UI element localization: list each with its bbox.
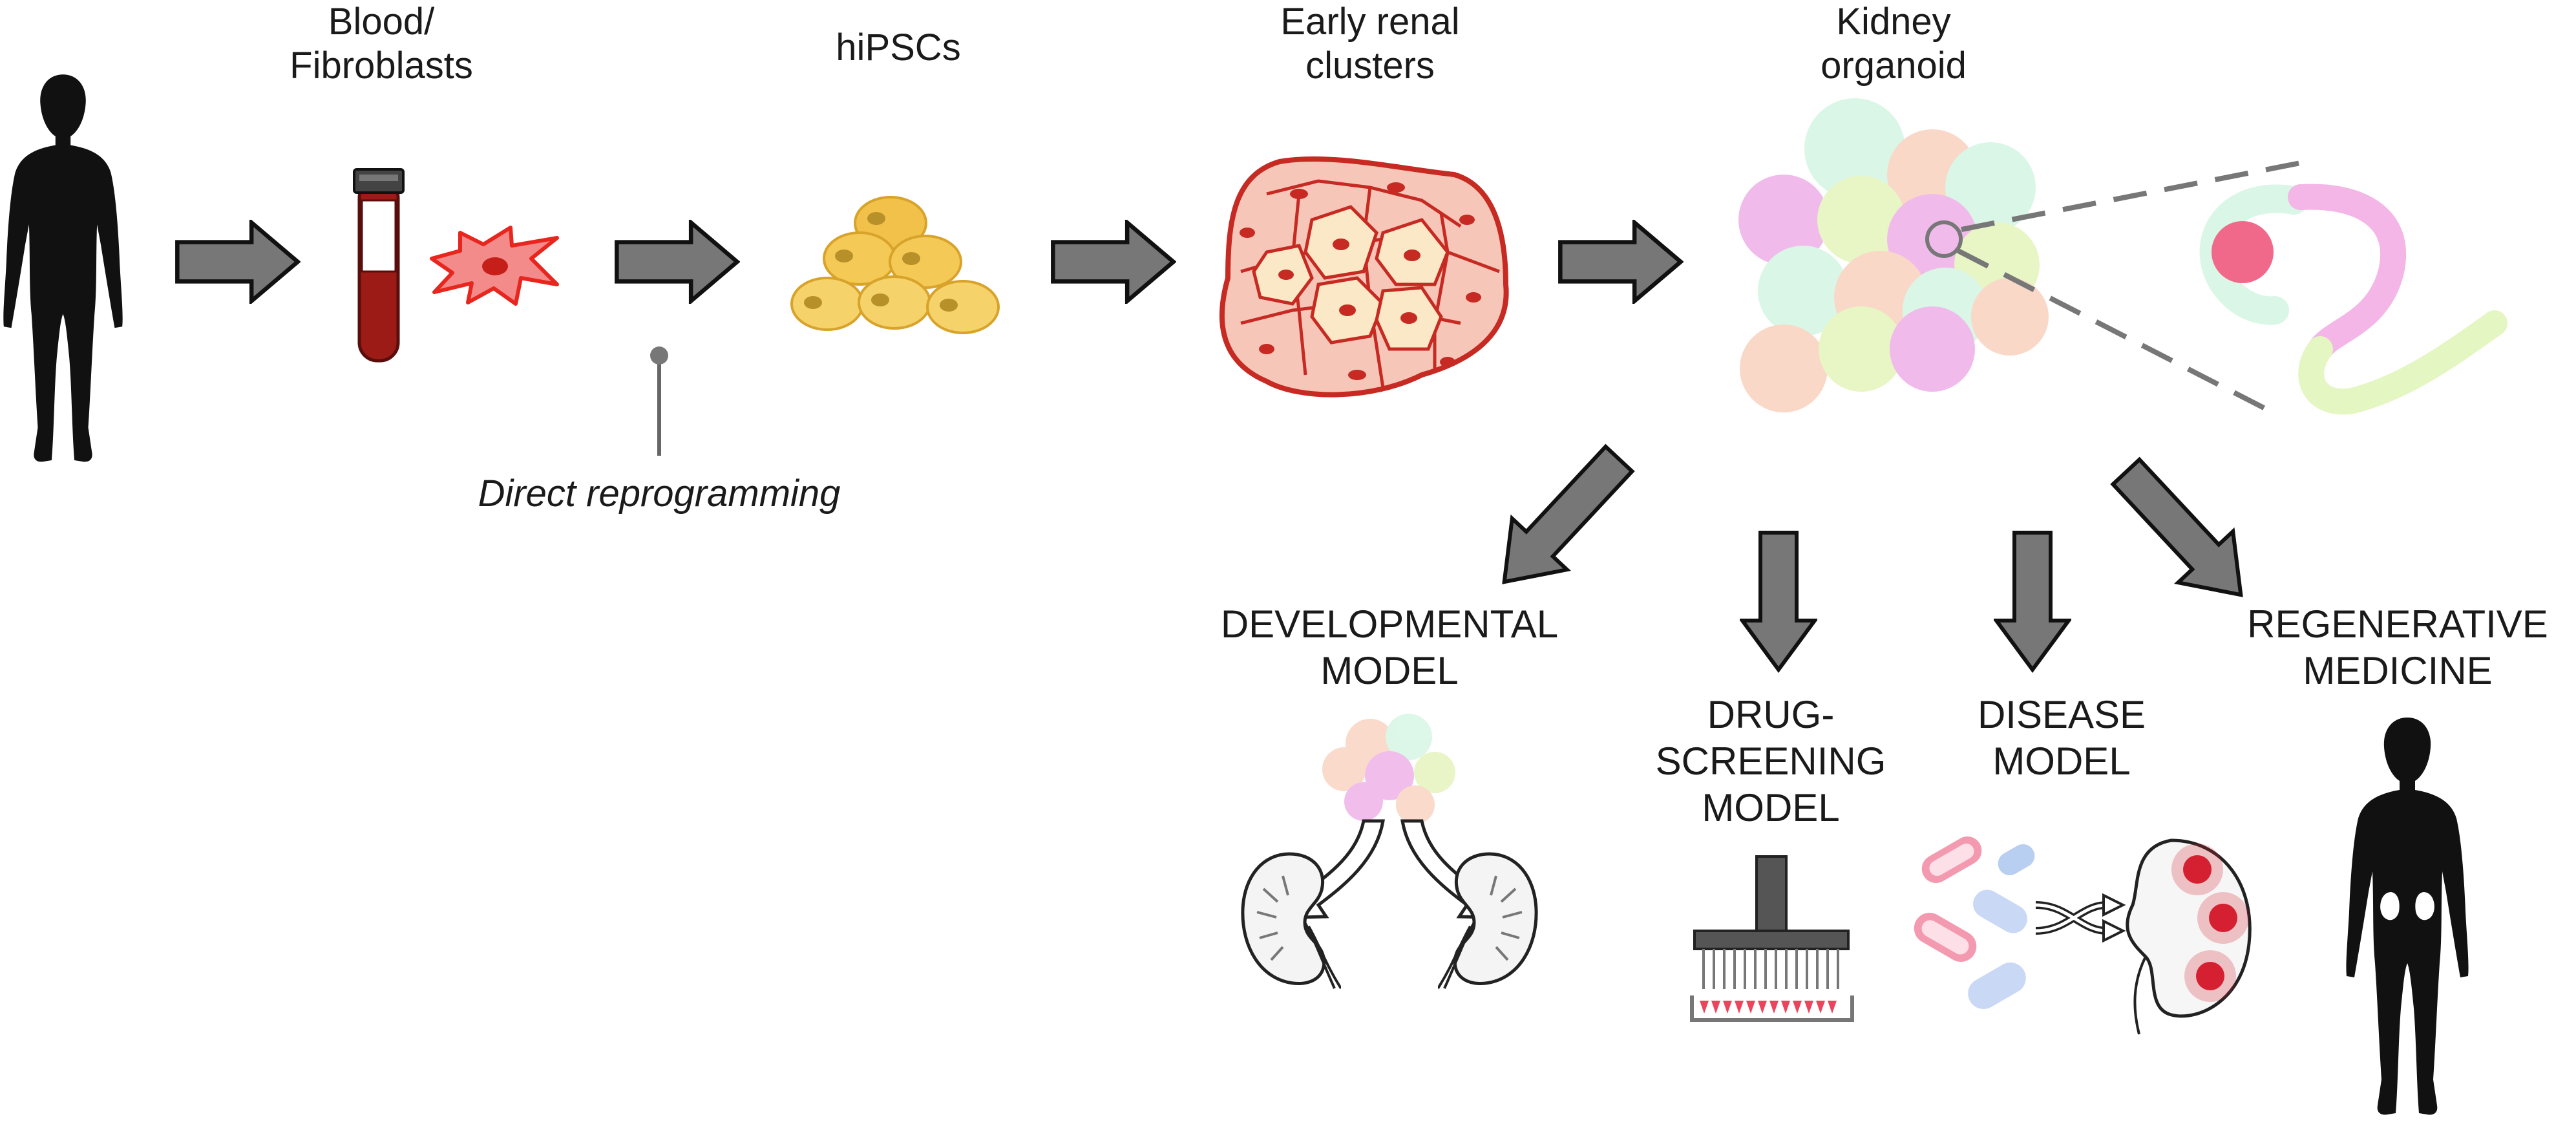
- label-hipscs: hiPSCs: [836, 27, 961, 69]
- label-early-renal-clusters: Early renal clusters: [1280, 1, 1460, 87]
- annotation-direct-reprogramming: Direct reprogramming: [478, 473, 841, 515]
- donor-person-icon: [3, 74, 123, 462]
- label-regenerative-medicine: REGENERATIVE MEDICINE: [2247, 602, 2548, 692]
- app-arrow-developmental: [1502, 443, 1635, 584]
- label-disease-model: DISEASE MODEL: [1977, 693, 2146, 783]
- kidney-organoid-icon: [1738, 98, 2314, 412]
- flow-arrow-3: [1053, 222, 1173, 301]
- label-kidney-organoid: Kidney organoid: [1821, 1, 1967, 87]
- flow-arrow-2: [617, 222, 737, 301]
- flow-arrow-1: [177, 222, 297, 301]
- app-arrow-regenerative: [2110, 456, 2243, 597]
- hipsc-cells-icon: [790, 196, 1000, 334]
- fibroblast-icon: [430, 226, 559, 306]
- app-arrow-disease: [1996, 533, 2069, 670]
- nephron-detail-icon: [2199, 184, 2507, 415]
- pipette-plate-icon: [1690, 855, 1854, 1022]
- label-drug-screening-model: DRUG- SCREENING MODEL: [1655, 693, 1886, 829]
- capsule-kidney-icon: [1914, 836, 2252, 1035]
- label-blood-fibroblasts: Blood/ Fibroblasts: [290, 1, 473, 87]
- app-arrow-drug: [1742, 533, 1815, 670]
- person-with-kidneys-icon: [2346, 718, 2469, 1115]
- blood-tube-icon: [353, 168, 405, 363]
- reprogramming-pin: [650, 346, 668, 456]
- renal-cluster-icon: [1219, 156, 1509, 398]
- label-developmental-model: DEVELOPMENTAL MODEL: [1220, 602, 1559, 692]
- organoid-to-kidney-icon: [1243, 714, 1536, 988]
- flow-arrow-4: [1560, 222, 1680, 301]
